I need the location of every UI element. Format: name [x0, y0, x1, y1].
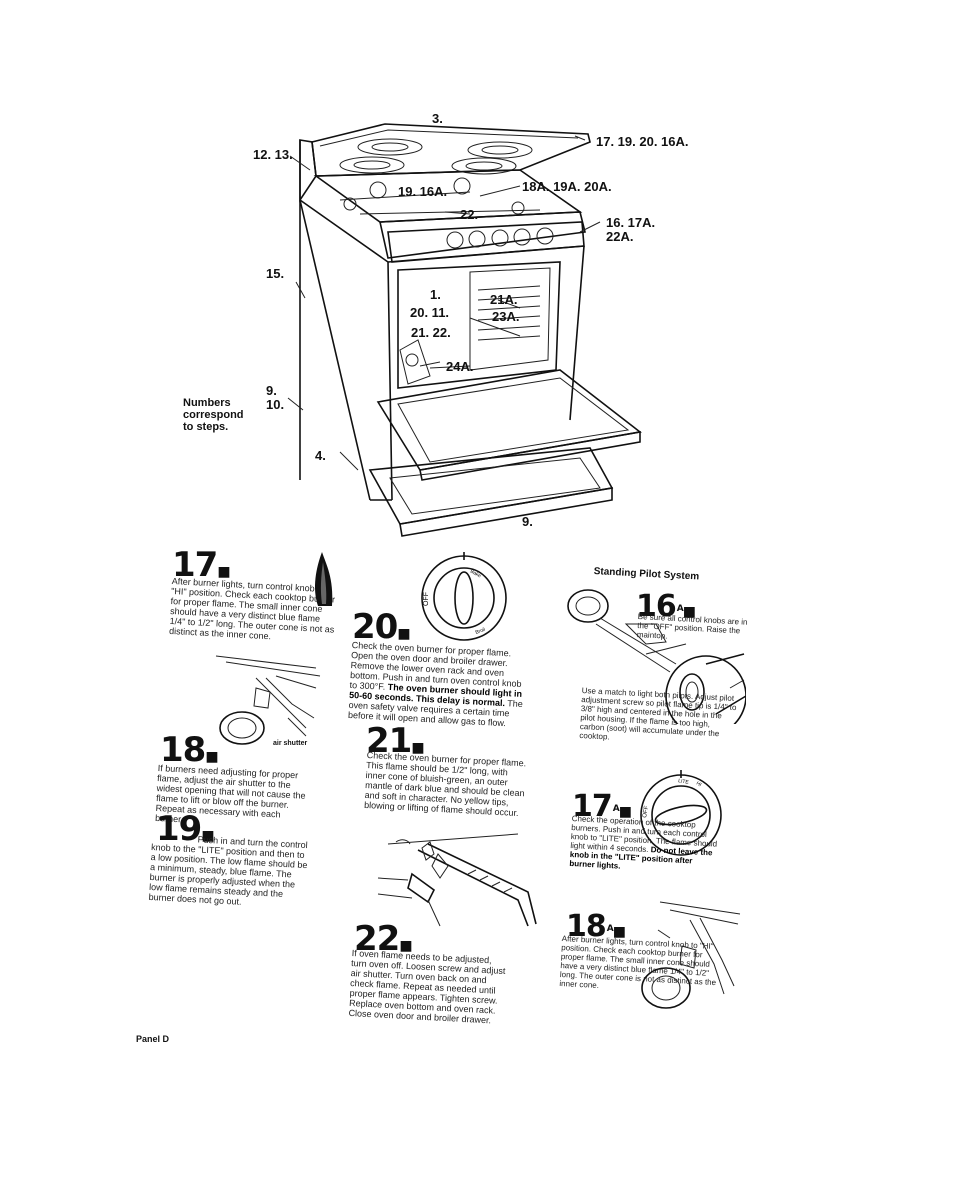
callout-18a-19a-20a: 18A. 19A. 20A. — [522, 179, 612, 194]
callout-9-broiler: 9. — [522, 514, 533, 529]
step-18a-text: After burner lights, turn control knob t… — [559, 934, 717, 990]
step-17a-text: Check the operation of the cooktop burne… — [569, 814, 722, 876]
step-17a-number: 17A■ — [572, 789, 632, 824]
oven-dial-broil-label: Broil — [475, 627, 486, 636]
oven-dial-off-label: OFF — [423, 592, 430, 606]
callout-4: 4. — [315, 448, 326, 463]
oven-control-dial: OFF Bake Broil — [421, 552, 507, 641]
callout-21a: 21A. — [490, 292, 518, 307]
oven-dial-bake-label: Bake — [469, 569, 482, 580]
callout-9-10: 9. 10. — [266, 383, 285, 412]
cooktop-burner-illustration — [641, 901, 741, 1009]
cooktop-dial-lite-label: LITE — [678, 778, 690, 786]
callout-20-11: 20. 11. — [410, 305, 450, 320]
cooktop-dial-hi-label: HI — [695, 781, 702, 789]
callout-24a: 24A. — [446, 359, 474, 374]
step-20-text: Check the oven burner for proper flame. … — [348, 640, 532, 729]
callout-19-16a: 19. 16A. — [398, 184, 448, 199]
air-shutter-label: air shutter — [273, 740, 308, 747]
step-19-text: Push in and turn the control knob to the… — [148, 834, 308, 907]
diagram-note: Numbers correspond to steps. — [183, 397, 244, 433]
air-shutter-illustration — [215, 655, 321, 745]
step-16a-text-2: Use a match to light both pilots. Adjust… — [579, 686, 737, 742]
oven-burner-adjust-illustration — [377, 833, 537, 927]
callout-23a: 23A. — [492, 309, 520, 324]
step-22-number: 22■ — [354, 919, 413, 959]
step-18a-number: 18A■ — [566, 909, 626, 944]
step-16a-number: 16A■ — [636, 589, 696, 624]
step-22-text: If oven flame needs to be adjusted, turn… — [348, 948, 506, 1026]
pilot-system-title: Standing Pilot System — [593, 566, 700, 583]
step-17-number: 17■ — [172, 545, 231, 585]
step-19-number: 19■ — [156, 809, 215, 849]
callout-3: 3. — [432, 111, 443, 126]
burner-flame-illustration — [315, 552, 333, 606]
callout-1: 1. — [430, 287, 441, 302]
callout-15: 15. — [266, 266, 285, 281]
callout-21-22: 21. 22. — [411, 325, 451, 340]
cooktop-dial-off-label: OFF — [642, 805, 650, 818]
standing-pilot-illustration — [567, 589, 746, 724]
panel-label: Panel D — [136, 1034, 170, 1044]
step-21-text: Check the oven burner for proper flame. … — [363, 750, 527, 819]
step-21-number: 21■ — [366, 721, 425, 761]
step-18-number: 18■ — [160, 730, 219, 770]
callout-16-17a-22a: 16. 17A. 22A. — [606, 215, 656, 244]
step-20-number: 20■ — [352, 607, 411, 647]
range-diagram — [287, 123, 642, 537]
callout-17-19-20-16a: 17. 19. 20. 16A. — [596, 134, 689, 149]
callout-22: 22. — [460, 207, 479, 222]
callout-12-13: 12. 13. — [253, 147, 293, 162]
cooktop-control-dial: OFF LITE HI — [640, 770, 722, 856]
